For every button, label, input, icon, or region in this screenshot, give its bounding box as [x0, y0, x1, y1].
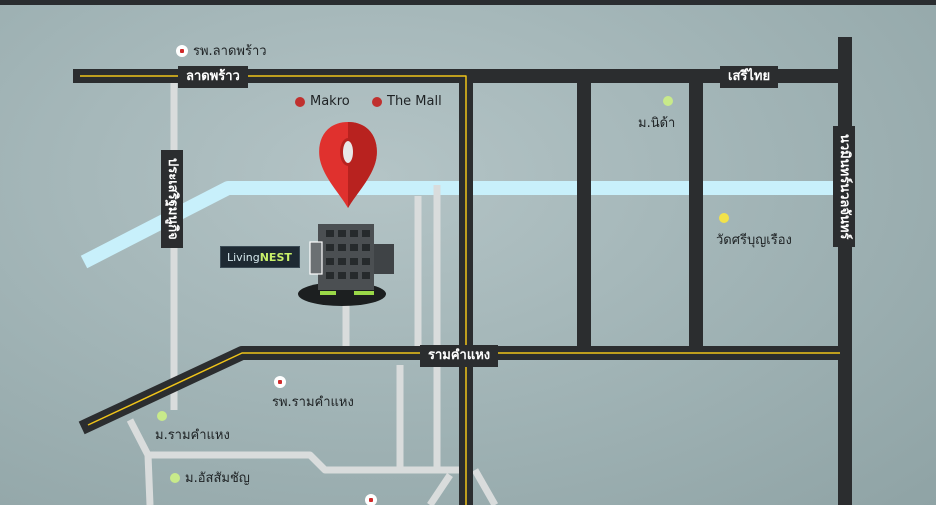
poi-label: Makro — [310, 94, 350, 109]
poi-label: ม.นิด้า — [638, 116, 676, 131]
hospital-icon — [274, 376, 286, 388]
poi-hospital-lat-phrao[interactable]: รพ.ลาดพร้าว — [176, 40, 267, 61]
poi-label: วัดศรีบุญเรือง — [716, 233, 792, 248]
green-dot-icon — [663, 96, 673, 106]
red-dot-icon — [372, 96, 382, 107]
road-label-prasert-manukit: ประเสริฐมนูกิจ — [161, 150, 183, 248]
poi-the-mall[interactable]: The Mall — [372, 94, 442, 109]
poi-hospital-ramkhamhaeng[interactable]: รพ.รามคำแหง — [272, 376, 354, 412]
top-bar — [0, 0, 936, 5]
canal — [80, 181, 850, 269]
poi-label: รพ.รามคำแหง — [272, 395, 354, 410]
map-pin-icon — [319, 122, 377, 208]
road-label-seri-thai: เสรีไทย — [720, 66, 779, 88]
road-label-nawamin: นวมินทร์นวลจันทร์ — [833, 126, 855, 248]
poi-assumption-university[interactable]: ม.อัสสัมชัญ — [170, 467, 250, 488]
red-dot-icon — [295, 96, 305, 107]
poi-wat-si-bun-rueang[interactable]: วัดศรีบุญเรือง — [716, 213, 792, 250]
green-dot-icon — [157, 411, 167, 421]
hospital-icon — [176, 44, 188, 57]
poi-makro[interactable]: Makro — [295, 94, 350, 109]
road-label-lat-phrao: ลาดพร้าว — [178, 66, 248, 88]
living-nest-logo: LivingNEST — [220, 246, 300, 268]
poi-label: ม.รามคำแหง — [155, 428, 230, 443]
hospital-icon — [365, 494, 377, 505]
poi-hospital-bottom[interactable] — [365, 494, 377, 505]
poi-label: The Mall — [387, 94, 442, 109]
green-dot-icon — [170, 472, 180, 483]
poi-mu-nida[interactable]: ม.นิด้า — [638, 96, 675, 133]
road-label-ramkhamhaeng: รามคำแหง — [420, 345, 499, 367]
poi-label: ม.อัสสัมชัญ — [185, 471, 250, 486]
building-icon — [298, 224, 394, 306]
poi-ramkhamhaeng-university[interactable]: ม.รามคำแหง — [155, 411, 230, 445]
poi-label: รพ.ลาดพร้าว — [193, 44, 267, 59]
yellow-dot-icon — [719, 213, 729, 223]
